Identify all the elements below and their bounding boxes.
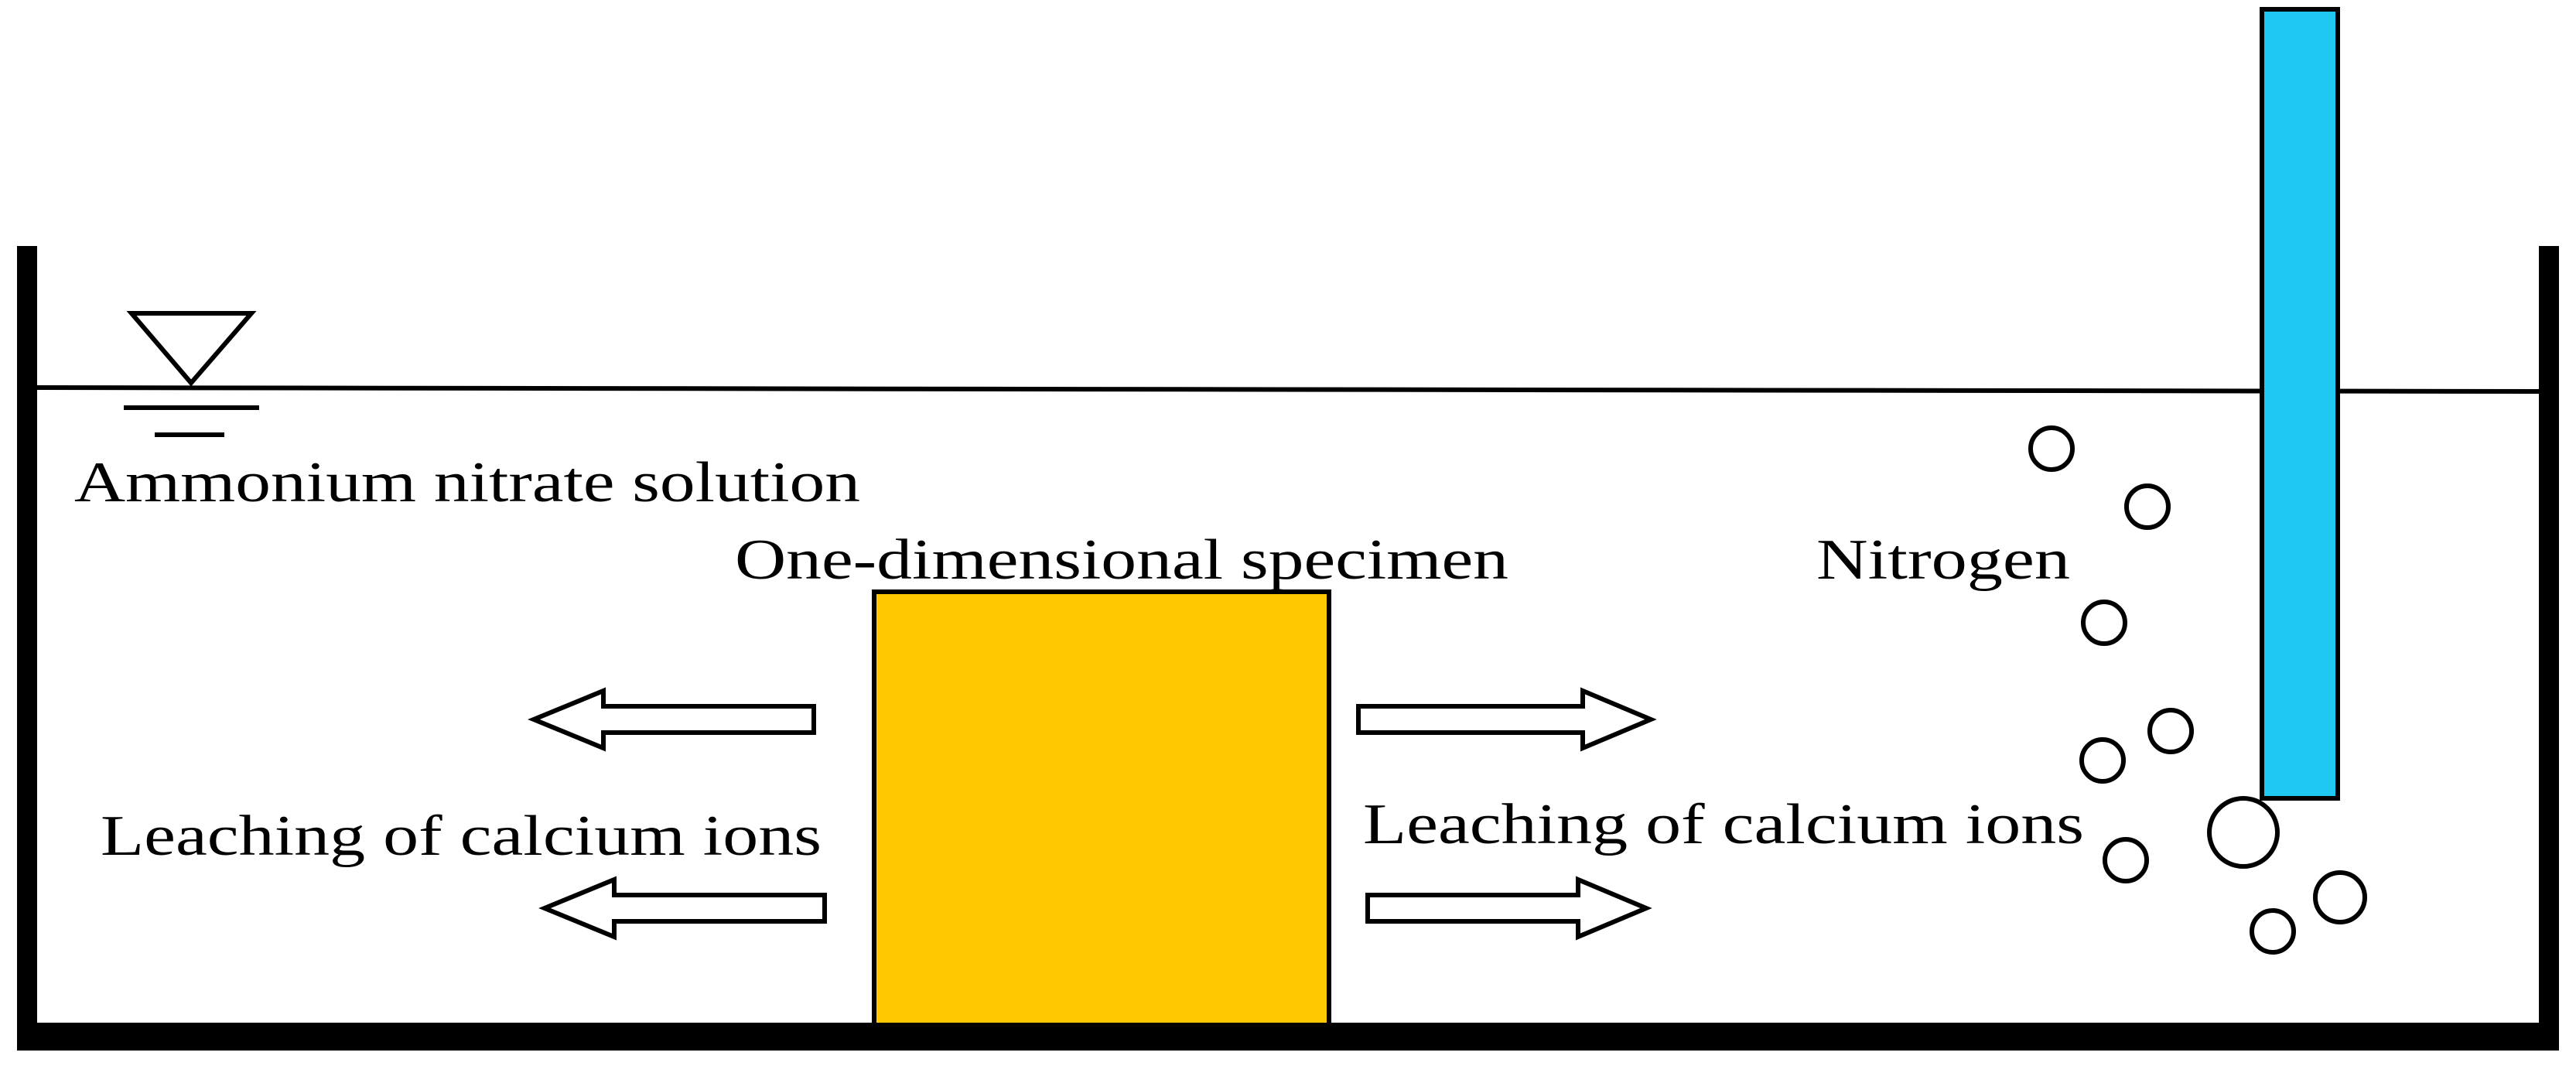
solution-label: Ammonium nitrate solution (74, 451, 860, 514)
water-level-icon (124, 311, 259, 437)
arrow-left-top (528, 687, 816, 752)
tank-right-wall (2539, 246, 2559, 1051)
tank-left-wall (17, 246, 37, 1051)
bubble-icon (2103, 837, 2149, 883)
arrow-left-bottom (538, 876, 827, 941)
nitrogen-tube (2260, 7, 2340, 801)
leaching-arrows (528, 687, 1657, 941)
water-surface-line (36, 385, 2540, 394)
bubble-icon (2313, 870, 2367, 924)
arrow-right-top (1356, 687, 1657, 752)
nitrogen-bubbles (2028, 425, 2367, 955)
leaching-label-right: Leaching of calcium ions (1363, 793, 2084, 856)
arrow-right-bottom (1365, 876, 1652, 941)
bubble-icon (2250, 908, 2296, 955)
bubble-icon (2207, 796, 2280, 869)
specimen-block (872, 589, 1331, 1027)
tank (17, 246, 2559, 1051)
specimen-label: One-dimensional specimen (735, 528, 1508, 592)
bubble-icon (2079, 737, 2126, 784)
bubble-icon (2081, 600, 2127, 646)
leaching-label-left: Leaching of calcium ions (101, 805, 822, 868)
bubble-icon (2124, 483, 2171, 530)
bubble-icon (2147, 708, 2194, 754)
nitrogen-label: Nitrogen (1816, 528, 2070, 592)
bubble-icon (2028, 425, 2075, 472)
